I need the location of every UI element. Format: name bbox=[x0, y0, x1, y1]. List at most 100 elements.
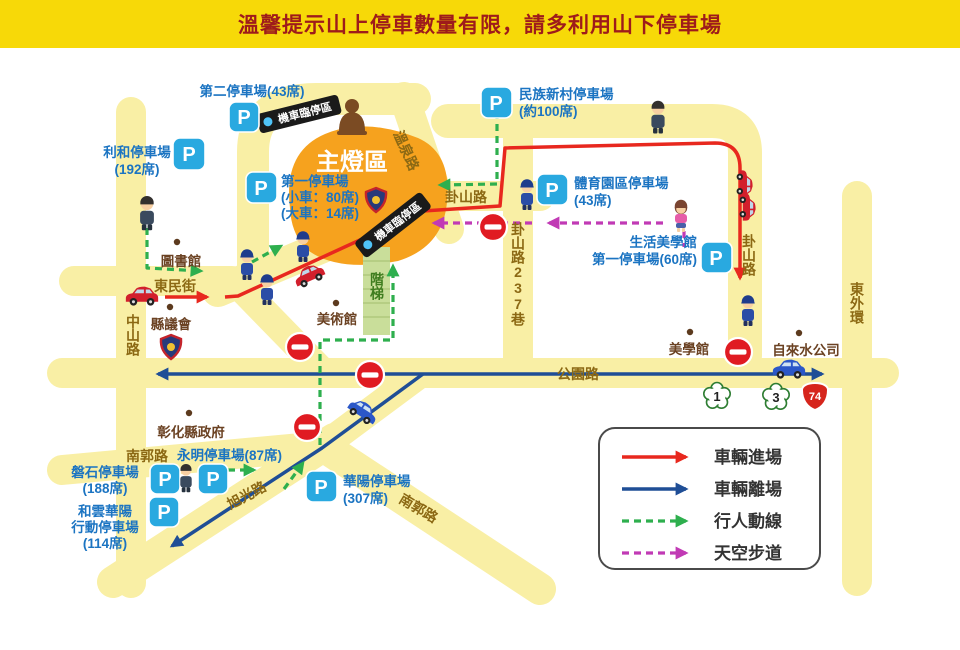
stairs-label: 階梯 bbox=[369, 271, 385, 301]
road-label-dongmin: 東民街 bbox=[154, 278, 196, 294]
parking-label: (小車：80席) bbox=[281, 189, 359, 205]
police-badge-icon bbox=[159, 333, 183, 361]
place-label-water-company: 自來水公司 bbox=[772, 342, 840, 358]
main-lantern-area-label: 主燈區 bbox=[316, 149, 388, 176]
parking-lihe: 利和停車場 (192席) P bbox=[103, 137, 206, 177]
highway-shield-1: 1 bbox=[703, 381, 731, 409]
legend-entry-label: 車輛進場 bbox=[714, 447, 782, 467]
ped-route-hill bbox=[251, 244, 284, 264]
highway-shield-74: 74 bbox=[800, 381, 830, 412]
parking-label: 第一停車場(60席) bbox=[592, 251, 697, 267]
no-entry-sign bbox=[354, 359, 386, 391]
parking-yongming: 永明停車場(87席) bbox=[177, 447, 282, 463]
county-gov-dot bbox=[185, 409, 193, 417]
exit-route-xuguang bbox=[169, 372, 425, 548]
road-label-zhongshan: 中山路 bbox=[125, 313, 141, 356]
notice-banner-text: 溫馨提示山上停車數量有限，請多利用山下停車場 bbox=[238, 14, 722, 37]
parking-p-icon bbox=[305, 470, 338, 503]
parking-label: (約100席) bbox=[519, 103, 578, 119]
parking-label: 磐石停車場 bbox=[71, 464, 139, 480]
ped-route-huayang bbox=[282, 460, 305, 490]
parking-label: 和雲華陽 bbox=[78, 503, 132, 519]
art-museum-dot bbox=[332, 299, 340, 307]
parking-second: 第二停車場(43席) P bbox=[199, 83, 305, 133]
library-dot bbox=[173, 238, 181, 246]
parking-label: (43席) bbox=[574, 192, 612, 208]
parking-label: (307席) bbox=[343, 490, 388, 506]
no-entry-sign bbox=[291, 411, 323, 443]
road-label-gongyuan: 公園路 bbox=[557, 366, 600, 382]
parking-guide-map: 主燈區 階梯 機車臨停區 機車臨停區 bbox=[0, 48, 960, 650]
pedestrian-routes bbox=[145, 112, 499, 490]
road-nanguo-diagonal bbox=[304, 428, 556, 605]
entry-route-main bbox=[224, 141, 747, 299]
road-label-guashan-right: 卦山路 bbox=[741, 233, 757, 276]
parking-p-icon bbox=[480, 86, 513, 119]
parking-label: 永明停車場(87席) bbox=[177, 447, 282, 463]
p-letter: P bbox=[254, 178, 267, 200]
parking-aesthetics: 生活美學館 第一停車場(60席) P bbox=[592, 234, 733, 274]
parking-label: 行動停車場 bbox=[70, 519, 139, 535]
road-label-dongwaihuan: 東外環 bbox=[849, 281, 865, 325]
legend-box: 車輛進場 車輛離場 行人動線 天空步道 bbox=[598, 427, 821, 570]
p-letter: P bbox=[545, 180, 558, 202]
legend-exit-label: 車輛離場 bbox=[714, 479, 782, 499]
place-label-aesthetics-hall: 美學館 bbox=[669, 341, 710, 357]
highway-shield-3: 3 bbox=[762, 382, 790, 410]
p-letter: P bbox=[314, 477, 327, 499]
entry-routes bbox=[165, 141, 747, 304]
notice-banner: 溫馨提示山上停車數量有限，請多利用山下停車場 bbox=[0, 0, 960, 48]
place-label-art-museum: 美術館 bbox=[317, 311, 358, 327]
parking-p-icon bbox=[197, 463, 229, 495]
place-label-council: 縣議會 bbox=[151, 316, 192, 332]
parking-p-icon bbox=[245, 171, 278, 204]
p-letter: P bbox=[206, 469, 219, 491]
p-letter: P bbox=[157, 502, 170, 524]
p-letter: P bbox=[182, 144, 195, 166]
parking-sports: P 體育園區停車場 (43席) bbox=[536, 173, 669, 208]
parking-label: 生活美學館 bbox=[630, 234, 698, 250]
parking-label: 第一停車場 bbox=[281, 173, 349, 189]
road-guashan-right bbox=[431, 104, 762, 373]
no-entry-sign bbox=[722, 336, 754, 368]
parking-label: (大車：14席) bbox=[281, 205, 359, 221]
parking-heyun: 和雲華陽 行動停車場 (114席) P bbox=[70, 496, 180, 551]
parking-minzu: P 民族新村停車場 (約100席) bbox=[480, 86, 614, 119]
legend-skywalk-label: 天空步道 bbox=[714, 543, 782, 563]
shield-number: 1 bbox=[713, 389, 720, 404]
p-letter: P bbox=[237, 107, 250, 129]
no-entry-sign bbox=[477, 211, 509, 243]
parking-label: 民族新村停車場 bbox=[519, 86, 614, 102]
parking-p-icon bbox=[700, 241, 733, 274]
shield-number: 3 bbox=[772, 390, 779, 405]
pedestrian-figure bbox=[140, 195, 154, 231]
p-letter: P bbox=[709, 248, 722, 270]
parking-label: (188席) bbox=[82, 480, 127, 496]
road-label-guashan: 卦山路 bbox=[445, 189, 488, 205]
ped-route-minzu bbox=[437, 112, 499, 192]
ped-route-library bbox=[145, 228, 204, 277]
council-dot bbox=[166, 303, 174, 311]
water-company-dot bbox=[795, 329, 803, 337]
parking-label: (192席) bbox=[114, 161, 159, 177]
parking-panshi: 磐石停車場 (188席) P P bbox=[71, 463, 229, 496]
aesthetics-hall-dot bbox=[686, 328, 694, 336]
parking-p-icon bbox=[148, 496, 180, 528]
shield-number: 74 bbox=[809, 391, 822, 403]
road-label-nanguo: 南郭路 bbox=[126, 448, 169, 464]
no-entry-sign bbox=[284, 331, 316, 363]
parking-label: 第二停車場(43席) bbox=[199, 83, 304, 99]
parking-p-icon bbox=[536, 173, 569, 206]
pedestrian-figure bbox=[180, 463, 192, 493]
parking-first: P 第一停車場 (小車：80席) (大車：14席) bbox=[245, 171, 359, 221]
parking-p-icon bbox=[228, 101, 260, 133]
parking-label: 利和停車場 bbox=[103, 144, 171, 160]
p-letter: P bbox=[489, 93, 502, 115]
parking-p-icon bbox=[172, 137, 206, 171]
place-label-county-gov: 彰化縣政府 bbox=[157, 424, 225, 440]
parking-p-icon bbox=[149, 463, 181, 495]
parking-label: (114席) bbox=[83, 535, 127, 551]
road-label-guashan237: 卦山路237巷 bbox=[510, 221, 526, 327]
p-letter: P bbox=[158, 469, 171, 491]
ped-route-stairs bbox=[318, 263, 400, 445]
